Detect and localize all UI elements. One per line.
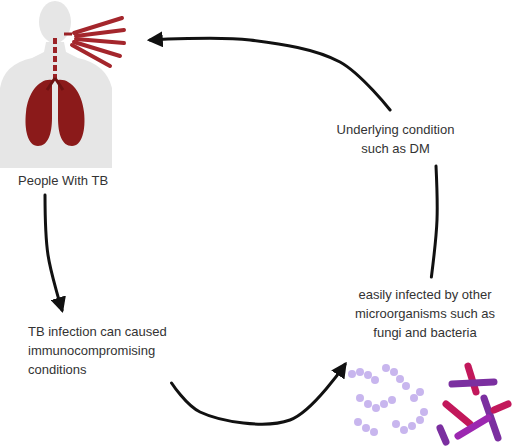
microorganism-illustration xyxy=(348,364,508,442)
person-illustration xyxy=(0,1,124,168)
cycle-arrow xyxy=(45,195,62,310)
trachea xyxy=(53,38,57,78)
bacilli-rods xyxy=(440,366,508,442)
cycle-arrow xyxy=(431,166,437,277)
people-node: People With TB xyxy=(0,0,150,195)
cough-spray xyxy=(72,18,124,66)
cause-node: TB infection can caused immunocompromisi… xyxy=(28,310,193,383)
node-text: TB infection can caused immunocompromisi… xyxy=(28,322,193,379)
node-text: People With TB xyxy=(18,171,150,190)
node-text: easily infected by other microorganisms … xyxy=(345,285,505,342)
infection-node: easily infected by other microorganisms … xyxy=(345,277,505,445)
head-silhouette xyxy=(39,1,71,43)
condition-node: Underlying condition such as DM xyxy=(328,110,463,166)
cocci-chains xyxy=(348,364,428,436)
mouth-line xyxy=(64,33,72,36)
bronchi xyxy=(47,78,63,90)
node-text: Underlying condition such as DM xyxy=(328,120,463,158)
cycle-arrow xyxy=(150,38,390,110)
cycle-arrow xyxy=(172,364,345,424)
